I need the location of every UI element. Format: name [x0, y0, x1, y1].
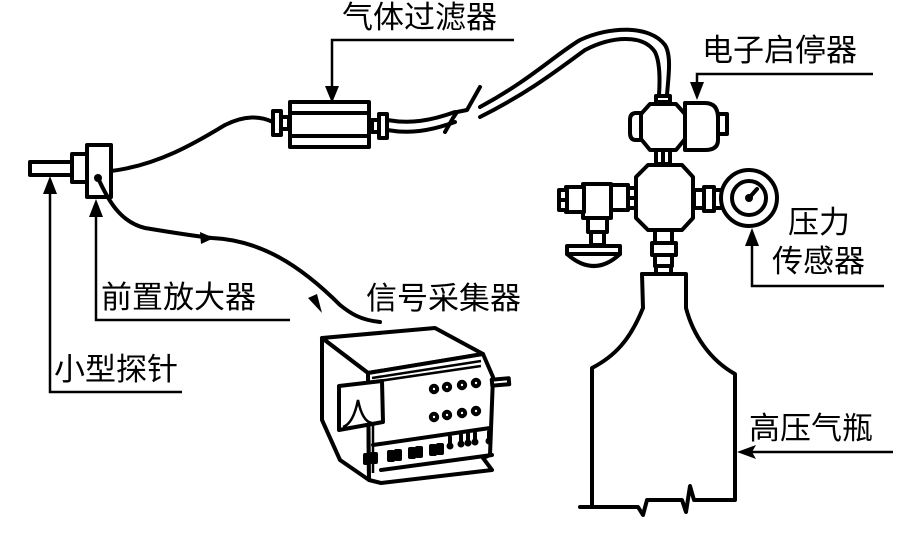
- label-high-pressure-cylinder: 高压气瓶: [749, 411, 873, 447]
- leader-small-probe-arrow: [43, 176, 57, 194]
- valve-body: [639, 102, 687, 152]
- filter-outlet-flange: [377, 112, 389, 140]
- cross-connector: [634, 163, 695, 232]
- knob[interactable]: [428, 411, 440, 423]
- collector-panel-divider: [371, 426, 492, 447]
- knob[interactable]: [456, 379, 468, 391]
- cylinder-outline-left: [590, 272, 645, 509]
- label-small-probe: 小型探针: [54, 352, 178, 388]
- electronic-switch: [628, 94, 729, 166]
- valve-side-cap: [628, 111, 643, 142]
- push-button[interactable]: [429, 444, 437, 456]
- gas-hose-probe-to-filter: [109, 115, 275, 173]
- collector-display-slot: [489, 376, 512, 388]
- label-preamplifier: 前置放大器: [101, 280, 256, 316]
- needle-valve-stem-upper: [586, 216, 609, 234]
- leader-gas-filter: [330, 38, 514, 92]
- knob[interactable]: [470, 405, 482, 417]
- knob[interactable]: [441, 409, 453, 421]
- signal-flow-arrow-2: [308, 294, 322, 313]
- signal-cable: [96, 176, 382, 324]
- collector-top-trim-1: [371, 359, 482, 380]
- needle-valve-stem-lower: [589, 230, 606, 247]
- pressure-sensor: [692, 168, 779, 228]
- actuator-cap: [716, 112, 729, 136]
- probe-rod: [28, 160, 74, 177]
- label-gas-filter: 气体过滤器: [342, 0, 497, 36]
- knob[interactable]: [456, 407, 468, 419]
- cylinder-valve-stem: [650, 228, 678, 276]
- push-button[interactable]: [370, 452, 378, 464]
- actuator-body: [683, 101, 720, 152]
- leader-high-pressure-cylinder-arrow: [737, 445, 756, 459]
- collector-base-line: [379, 453, 494, 472]
- screen-waveform: [342, 399, 373, 429]
- push-button[interactable]: [436, 443, 444, 455]
- push-button[interactable]: [415, 446, 423, 458]
- leader-preamplifier: [94, 210, 290, 322]
- signal-flow-arrow-1: [200, 232, 214, 244]
- small-probe: [28, 152, 89, 184]
- collector-screen: [337, 379, 385, 432]
- collector-buttons: [363, 443, 444, 465]
- leader-gas-filter-arrow: [325, 86, 339, 103]
- gas-hose-upper-seg2: [478, 27, 671, 109]
- knob[interactable]: [470, 377, 482, 389]
- push-button[interactable]: [394, 449, 402, 461]
- gas-filter: [271, 100, 389, 149]
- preamplifier: [85, 143, 113, 199]
- needle-valve: [557, 182, 638, 268]
- cylinder-outline-right: [590, 272, 737, 517]
- collector-toggles: [446, 430, 493, 450]
- needle-valve-body: [581, 182, 613, 220]
- knob[interactable]: [441, 381, 453, 393]
- push-button[interactable]: [387, 450, 395, 462]
- push-button[interactable]: [363, 453, 371, 465]
- leader-preamplifier-arrow: [89, 199, 103, 217]
- label-pressure-sensor-line1: 压力: [788, 205, 850, 241]
- label-pressure-sensor-line2: 传感器: [772, 244, 865, 280]
- hose-break-symbol: [443, 85, 482, 134]
- valve-top-fitting: [654, 94, 672, 104]
- gas-hose-upper-seg1: [385, 110, 457, 124]
- push-button[interactable]: [408, 447, 416, 459]
- filter-body: [288, 100, 371, 149]
- collector-knobs: [428, 377, 482, 423]
- leader-electronic-switch: [695, 72, 873, 88]
- leader-pressure-sensor-arrow: [745, 228, 759, 246]
- leader-electronic-switch-arrow: [690, 82, 704, 100]
- signal-collector: [320, 326, 512, 485]
- leader-pressure-sensor: [750, 238, 884, 288]
- collector-top-trim-2: [371, 364, 482, 384]
- label-signal-collector: 信号采集器: [366, 281, 521, 317]
- gas-hose-lower-seg2: [478, 37, 662, 119]
- probe-collar: [70, 152, 89, 184]
- leader-small-probe: [48, 187, 182, 394]
- preamplifier-box: [85, 143, 113, 199]
- filter-inlet-neck: [279, 115, 291, 131]
- gauge-needle: [747, 187, 759, 200]
- knob[interactable]: [428, 383, 440, 395]
- label-electronic-switch: 电子启停器: [702, 33, 857, 69]
